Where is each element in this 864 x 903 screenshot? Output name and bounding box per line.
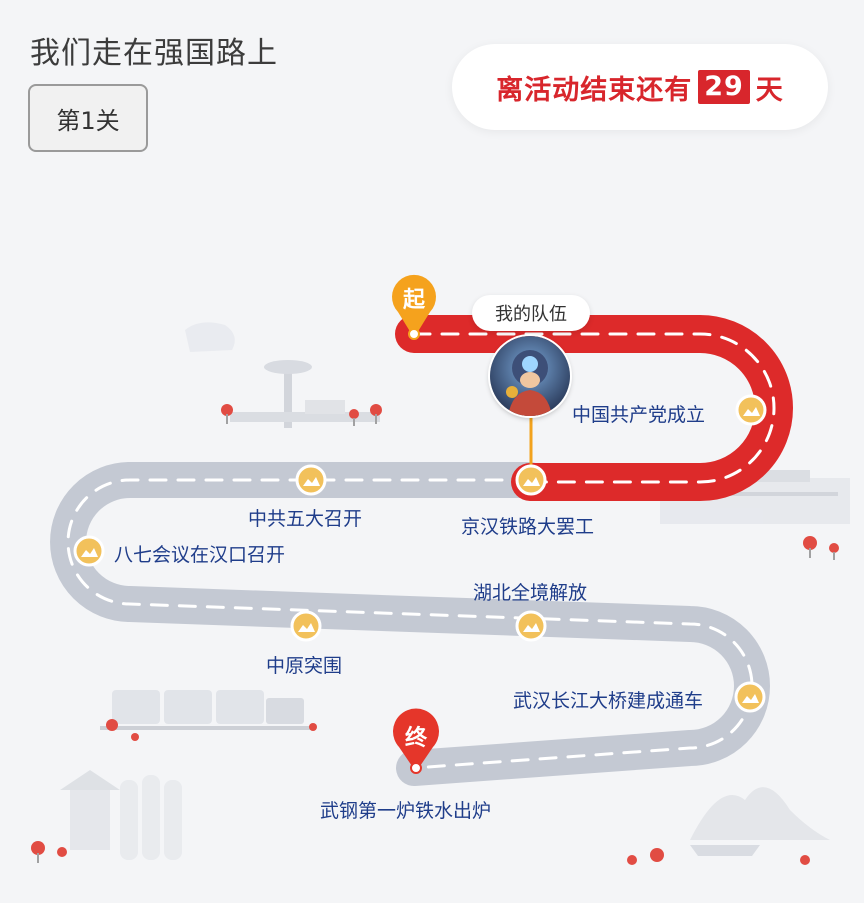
progress-road [395,315,793,501]
milestone-label-4: 八七会议在汉口召开 [114,544,286,566]
milestone-label-5: 湖北全境解放 [473,582,588,604]
milestone-label-1: 中国共产党成立 [572,404,706,426]
milestone-marker-4[interactable] [73,535,105,567]
countdown-suffix: 天 [755,74,784,106]
countdown-days: 29 [698,70,750,104]
milestone-label-3: 中共五大召开 [248,508,363,530]
road [50,462,770,786]
milestone-marker-2[interactable] [515,464,547,496]
start-pin [392,274,436,340]
hero-avatar-icon [490,336,570,416]
milestone-marker-1[interactable] [735,394,767,426]
milestone-marker-7[interactable] [734,681,766,713]
level-button[interactable]: 第1关 [28,84,148,152]
milestone-label-7: 武汉长江大桥建成通车 [513,690,704,712]
milestone-marker-5[interactable] [515,610,547,642]
scenery-mountains [627,787,830,865]
end-pin-label: 终 [404,726,427,751]
scenery-bottom-left [31,770,182,863]
end-pin [393,708,439,774]
milestone-label-2: 京汉铁路大罢工 [461,516,595,538]
scenery-top-left [185,322,382,428]
scenery-train [100,690,317,741]
milestone-marker-3[interactable] [295,464,327,496]
team-avatar[interactable] [490,336,570,416]
milestone-label-8: 武钢第一炉铁水出炉 [320,800,492,822]
page-title: 我们走在强国路上 [30,36,278,71]
milestone-marker-6[interactable] [290,610,322,642]
start-pin-label: 起 [402,288,425,313]
countdown-prefix: 离活动结束还有 [496,74,693,106]
milestone-label-6: 中原突围 [266,655,343,677]
team-label: 我的队伍 [472,295,590,331]
